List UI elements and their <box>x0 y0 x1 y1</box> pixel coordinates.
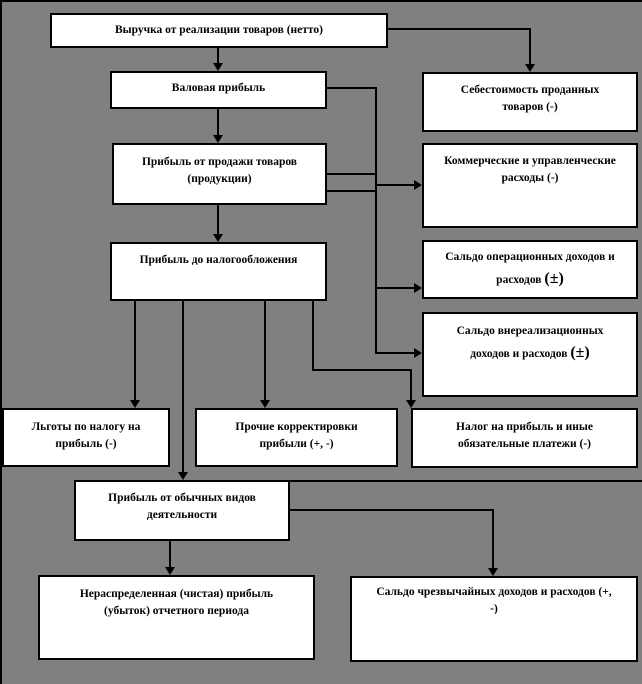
arrowhead-down-icon <box>213 234 223 242</box>
connector-line <box>264 301 266 400</box>
frame-left-border <box>0 0 2 684</box>
connector-line <box>290 480 642 482</box>
connector-line <box>377 287 414 289</box>
arrowhead-right-icon <box>414 283 422 293</box>
flow-box-pribyl-do-nalogooblozheniya: Прибыль до налогообложения <box>110 242 327 301</box>
arrowhead-down-icon <box>165 567 175 575</box>
arrowhead-down-icon <box>260 400 270 408</box>
connector-line <box>312 369 412 371</box>
flow-box-valovaya-pribyl: Валовая прибыль <box>110 71 327 109</box>
connector-line <box>410 369 412 400</box>
arrowhead-right-icon <box>414 348 422 358</box>
connector-line <box>134 301 136 400</box>
connector-line <box>327 190 375 192</box>
flow-box-neraspredelennaya-pribyl: Нераспределенная (чистая) прибыль(убыток… <box>38 575 315 660</box>
arrowhead-down-icon <box>130 400 140 408</box>
flow-box-label: Валовая прибыль <box>171 82 266 94</box>
connector-line <box>169 541 171 567</box>
plus-minus-symbol: (±) <box>570 344 590 361</box>
connector-line <box>217 48 219 63</box>
connector-line <box>217 205 219 234</box>
connector-line <box>327 173 375 175</box>
arrowhead-down-icon <box>525 64 535 72</box>
flow-box-saldo-chrezvychaynykh: Сальдо чрезвычайных доходов и расходов (… <box>350 576 638 662</box>
arrowhead-down-icon <box>213 135 223 143</box>
connector-line <box>375 87 377 354</box>
connector-line <box>529 28 531 64</box>
arrowhead-down-icon <box>178 472 188 480</box>
frame-top-border <box>0 0 642 2</box>
flow-box-pribyl-ot-prodazhi: Прибыль от продажи товаров(продукции) <box>112 143 327 205</box>
connector-line <box>377 352 414 354</box>
flow-box-vyruchka: Выручка от реализации товаров (нетто) <box>50 13 388 48</box>
arrowhead-down-icon <box>488 568 498 576</box>
connector-line <box>327 87 377 89</box>
flow-box-label: Выручка от реализации товаров (нетто) <box>114 24 324 36</box>
plus-minus-symbol: (±) <box>544 270 564 287</box>
connector-line <box>388 28 531 30</box>
connector-line <box>217 109 219 135</box>
flow-box-label: Сальдо чрезвычайных доходов и расходов (… <box>376 586 612 615</box>
connector-line <box>492 509 494 568</box>
arrowhead-down-icon <box>213 63 223 71</box>
arrowhead-right-icon <box>414 180 422 190</box>
connector-line <box>290 509 494 511</box>
connector-line <box>182 301 184 472</box>
arrowhead-down-icon <box>406 400 416 408</box>
flow-box-label: Нераспределенная (чистая) прибыль(убыток… <box>79 588 274 617</box>
connector-line <box>377 184 414 186</box>
connector-line <box>312 301 314 370</box>
flow-box-label: Прибыль от продажи товаров(продукции) <box>141 156 298 185</box>
flow-box-label: Прибыль до налогообложения <box>139 254 298 266</box>
